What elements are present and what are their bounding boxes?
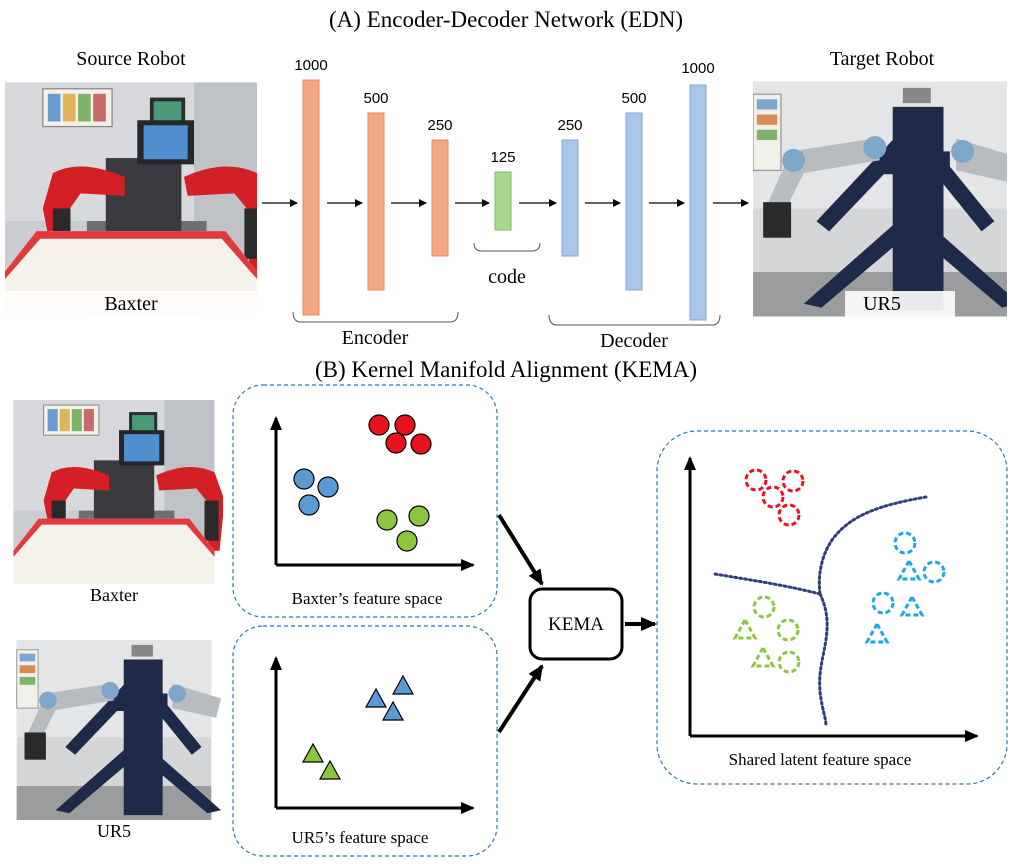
ur5-blue-cluster: [364, 674, 415, 721]
encoder-layer-1000: [302, 79, 320, 316]
circle-marker: [385, 432, 407, 454]
circle-marker: [410, 433, 432, 455]
shared-feature-axes: [684, 456, 979, 742]
kema-label: KEMA: [548, 614, 604, 635]
boundary-upper: [817, 495, 928, 596]
shared-feature-space-box: [656, 430, 1008, 785]
decoder-layer-1000: [689, 84, 707, 321]
code-brace: [473, 242, 541, 252]
shared-green-cluster: [732, 595, 801, 674]
edn-network: 1000 500 250 125 250 500 1000: [294, 57, 715, 321]
shared-feature-space-label: Shared latent feature space: [729, 750, 912, 769]
shared-red-cluster: [744, 468, 805, 527]
decoder-layer-1000-units: 1000: [681, 60, 714, 77]
circle-marker: [744, 468, 768, 492]
decoder-layer-500-units: 500: [621, 90, 646, 107]
triangle-marker: [364, 687, 388, 708]
circle-marker: [761, 485, 785, 509]
arrow-baxter-to-kema: [497, 513, 544, 586]
ur5-feature-axes: [270, 656, 475, 814]
circle-marker: [298, 494, 320, 516]
code-layer-125: [494, 171, 512, 231]
ur5-green-cluster: [301, 742, 342, 780]
circle-marker: [776, 618, 800, 642]
triangle-marker: [301, 742, 325, 763]
encoder-layer-1000-units: 1000: [294, 57, 327, 74]
triangle-marker: [381, 700, 405, 721]
source-robot-caption: Baxter: [104, 293, 158, 315]
decoder-label: Decoder: [600, 330, 668, 352]
arrow-ur5-to-kema: [497, 664, 544, 734]
baxter-blue-cluster: [293, 468, 339, 516]
target-robot-label: Target Robot: [830, 48, 935, 70]
encoder-brace: [292, 311, 459, 323]
source-robot-label: Source Robot: [76, 48, 186, 70]
circle-marker: [752, 595, 776, 619]
triangle-marker: [899, 593, 925, 617]
ur5-feature-space-label: UR5’s feature space: [292, 828, 429, 847]
circle-marker: [781, 469, 805, 493]
circle-marker: [368, 414, 390, 436]
circle-marker: [893, 531, 917, 555]
encoder-layer-250: [431, 139, 449, 257]
target-robot-photo: [753, 80, 1007, 318]
decoder-layer-500: [625, 112, 643, 291]
target-robot-caption: UR5: [863, 293, 901, 315]
baxter-red-cluster: [368, 414, 432, 455]
baxter-feature-space-label: Baxter’s feature space: [292, 589, 443, 608]
decoder-layer-250-units: 250: [557, 117, 582, 134]
baxter-photo-b: [5, 400, 223, 608]
boundary-left: [713, 572, 822, 596]
encoder-layer-500-units: 500: [363, 90, 388, 107]
circle-marker: [293, 468, 315, 490]
baxter-green-cluster: [376, 505, 430, 552]
circle-marker: [396, 530, 418, 552]
code-layer-125-units: 125: [490, 149, 515, 166]
triangle-marker: [391, 674, 415, 695]
decoder-brace: [548, 314, 721, 326]
circle-marker: [408, 505, 430, 527]
ur5-caption-b: UR5: [97, 821, 131, 841]
encoder-layer-500: [367, 112, 385, 291]
circle-marker: [777, 503, 801, 527]
code-label: code: [488, 266, 526, 288]
triangle-marker: [864, 620, 890, 644]
source-robot-photo: [5, 81, 257, 318]
shared-cyan-cluster: [864, 531, 946, 644]
decoder-layer-250: [561, 139, 579, 257]
decision-boundaries: [713, 495, 928, 728]
circle-marker: [317, 476, 339, 498]
triangle-marker: [896, 557, 922, 581]
encoder-layer-250-units: 250: [427, 117, 452, 134]
boundary-lower: [818, 592, 829, 728]
circle-marker: [394, 414, 416, 436]
ur5-photo-b: [5, 640, 223, 842]
part-b-title: (B) Kernel Manifold Alignment (KEMA): [315, 357, 697, 382]
circle-marker: [777, 650, 801, 674]
circle-marker: [922, 560, 946, 584]
triangle-marker: [732, 616, 758, 640]
baxter-caption-b: Baxter: [90, 585, 138, 605]
kema-box: [528, 587, 624, 661]
circle-marker: [871, 591, 895, 615]
baxter-feature-axes: [270, 416, 475, 571]
circle-marker: [376, 509, 398, 531]
baxter-feature-space-box: [232, 384, 498, 618]
triangle-marker: [750, 644, 776, 668]
part-a-title: (A) Encoder-Decoder Network (EDN): [329, 7, 683, 32]
encoder-label: Encoder: [342, 327, 409, 349]
triangle-marker: [318, 759, 342, 780]
ur5-feature-space-box: [232, 625, 498, 857]
